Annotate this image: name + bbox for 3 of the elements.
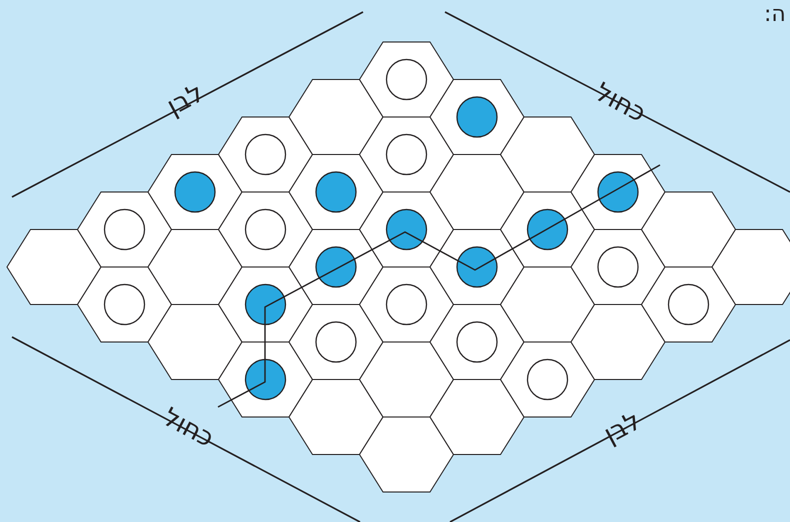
side-label: לבן	[600, 408, 644, 448]
top-note: ה:	[764, 4, 786, 26]
side-label: לבן	[162, 80, 208, 120]
